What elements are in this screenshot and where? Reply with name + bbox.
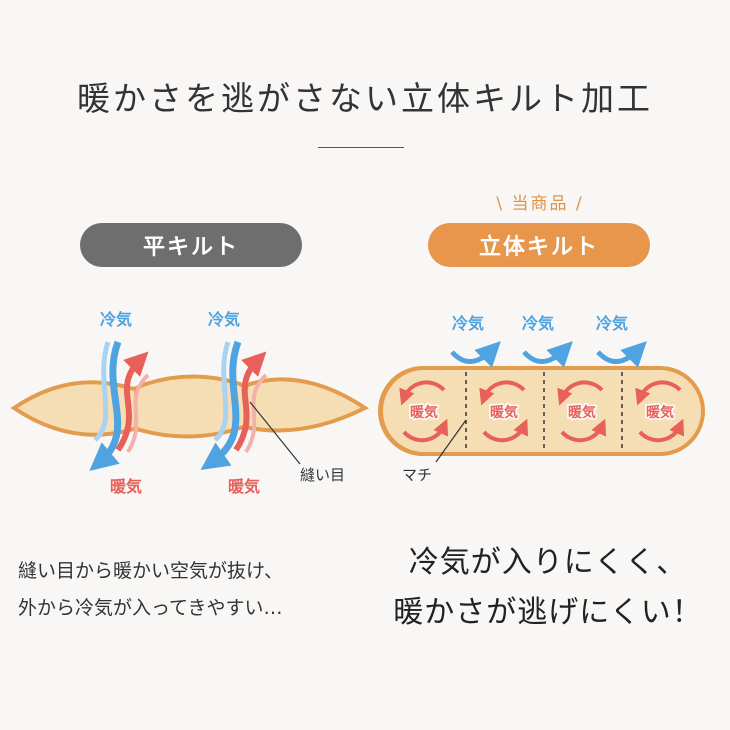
this-product-tagline: \ 当商品 / <box>496 194 584 214</box>
warm-circulation-arrow <box>635 380 682 406</box>
3d-quilt-diagram: 暖気 暖気 暖気 暖気 冷気 冷気 冷気 マチ <box>378 314 705 484</box>
flat-quilt-diagram: 冷気 冷気 暖気 暖気 縫い目 <box>10 310 369 496</box>
seam-pointer-line <box>249 401 301 465</box>
highlight-line: 冷気が入りにくく、 <box>408 545 688 580</box>
cold-deflect-arrow <box>522 341 573 368</box>
cold-air-label: 冷気 <box>596 314 628 333</box>
warm-air-arrow <box>126 373 150 454</box>
cold-air-label: 冷気 <box>100 310 132 329</box>
warm-circulation-arrow <box>557 380 604 406</box>
cold-air-arrow <box>89 340 122 472</box>
warm-air-label: 暖気 <box>568 404 596 421</box>
gusset-pointer-line <box>435 419 467 463</box>
warm-air-arrow <box>115 351 149 452</box>
warm-circulation-arrow <box>402 418 449 443</box>
cold-air-arrow <box>213 341 231 442</box>
cold-air-label: 冷気 <box>208 310 240 329</box>
warm-air-label: 暖気 <box>110 477 142 496</box>
quilt-comparison-diagram: 冷気 冷気 暖気 暖気 縫い目 暖気 暖気 <box>10 310 705 496</box>
warm-circulation-arrow <box>399 380 446 406</box>
cold-air-label: 冷気 <box>452 314 484 333</box>
warm-circulation-arrow <box>638 418 685 443</box>
cold-air-arrow <box>200 340 242 471</box>
warm-air-arrow <box>244 373 268 454</box>
warm-circulation-arrow <box>560 418 607 443</box>
gusset-label: マチ <box>402 466 432 484</box>
warm-air-label: 暖気 <box>646 404 674 421</box>
cold-air-label: 冷気 <box>522 314 554 333</box>
warm-air-arrow <box>233 351 267 452</box>
cold-air-arrow <box>93 341 111 442</box>
warm-circulation-arrow <box>479 380 526 406</box>
cold-deflect-arrow <box>596 341 647 368</box>
description-line: 外から冷気が入ってきやすい… <box>18 597 283 619</box>
flat-quilt-label: 平キルト <box>80 223 302 267</box>
title-divider <box>318 147 404 148</box>
warm-air-label: 暖気 <box>228 477 260 496</box>
3d-quilt-label: 立体キルト <box>428 223 650 267</box>
flat-quilt-description: 縫い目から暖かい空気が抜け、 外から冷気が入ってきやすい… <box>18 553 358 627</box>
page-title: 暖かさを逃がさない立体キルト加工 <box>77 79 653 118</box>
3d-quilt-highlight: 冷気が入りにくく、 暖かさが逃げにくい！ <box>366 538 730 638</box>
warm-circulation-arrow <box>482 418 529 443</box>
flat-quilt-pad <box>10 374 369 439</box>
warm-air-label: 暖気 <box>490 404 518 421</box>
description-line: 縫い目から暖かい空気が抜け、 <box>18 560 284 582</box>
highlight-line: 暖かさが逃げにくい！ <box>393 595 703 630</box>
warm-air-label: 暖気 <box>410 404 438 421</box>
cold-deflect-arrow <box>450 341 501 368</box>
seam-label: 縫い目 <box>300 466 345 484</box>
